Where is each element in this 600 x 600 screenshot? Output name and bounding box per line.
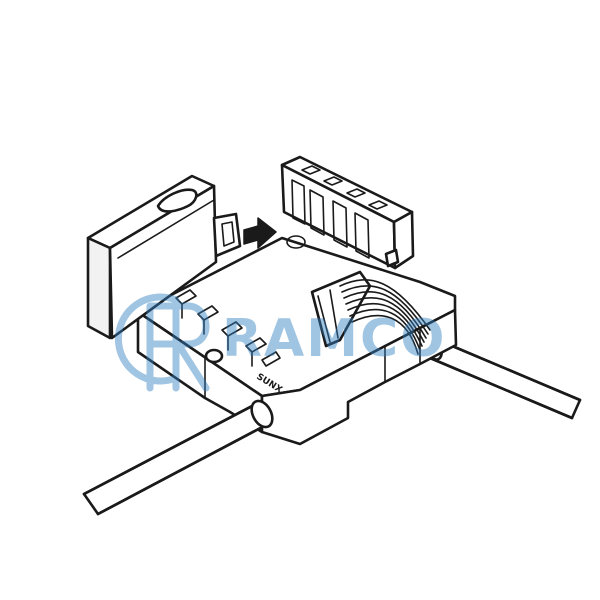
insertion-arrow — [243, 217, 277, 249]
watermark-text: RAMCO — [222, 309, 446, 369]
left-cable — [82, 399, 274, 516]
watermark-logo-icon — [114, 293, 210, 392]
terminal-slots — [301, 165, 388, 210]
ribbon-strands — [339, 279, 431, 355]
contact-pins — [175, 289, 281, 367]
ribbon-connector — [310, 248, 431, 355]
terminal-bays — [291, 179, 370, 259]
base-body — [136, 235, 458, 446]
watermark: RAMCO — [114, 293, 446, 392]
amplifier-module — [86, 174, 242, 340]
